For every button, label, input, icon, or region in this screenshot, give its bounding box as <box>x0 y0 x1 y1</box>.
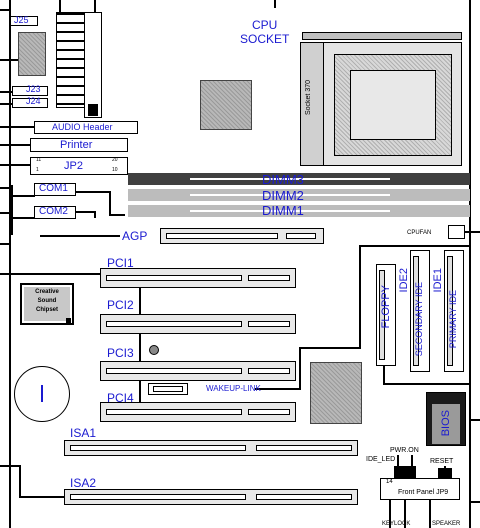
mounting-hole <box>149 345 159 355</box>
creative-chipset-chip <box>20 283 74 325</box>
secondary-ide-label: SECONDARY IDE <box>414 282 424 357</box>
front-panel-label: Front Panel JP9 <box>398 489 449 496</box>
front-panel-pin-block <box>394 466 416 478</box>
isa1-slot-inner <box>70 445 246 451</box>
front-panel-pin14: 14 <box>386 479 393 485</box>
cpu-socket-lever <box>300 42 324 166</box>
printer-label: Printer <box>60 139 93 151</box>
com1-label: COM1 <box>39 183 68 194</box>
isa2-slot-inner2 <box>256 494 352 500</box>
dimm1-label: DIMM1 <box>262 203 304 218</box>
agp-label: AGP <box>122 229 148 243</box>
jp2-pin10: 10 <box>112 167 118 173</box>
pci2-slot-inner <box>106 321 242 327</box>
ide-led-label: IDE_LED <box>366 456 396 463</box>
ide2-label: IDE2 <box>398 268 410 293</box>
jp2-box <box>30 157 128 175</box>
pci3-slot-inner <box>106 368 242 374</box>
pci3-slot-inner2 <box>248 368 290 374</box>
atx-power-latch <box>88 104 98 116</box>
j24-label: J24 <box>26 96 41 106</box>
pci2-label: PCI2 <box>107 298 134 312</box>
jp2-pin11: 11 <box>36 157 42 163</box>
cpu-socket-label: CPU SOCKET <box>240 18 290 46</box>
audio-header-box <box>34 121 138 134</box>
battery-mark <box>41 385 43 402</box>
pwr-on-label: PWR.ON <box>390 447 419 454</box>
ide2-connector-inner <box>413 256 419 366</box>
socket370-label: Socket 370 <box>305 80 312 116</box>
j25-box <box>10 16 38 26</box>
pci1-slot-inner <box>106 275 242 281</box>
creative-chipset-label: Creative Sound Chipset <box>35 289 59 313</box>
front-panel-jp9 <box>380 478 460 500</box>
wakeup-link-header-inner <box>153 386 183 392</box>
speaker-label: SPEAKER <box>432 521 461 527</box>
keylock-label: KEYLOCK <box>382 521 411 527</box>
jp2-pin1: 1 <box>36 167 39 173</box>
pci2-slot-inner2 <box>248 321 290 327</box>
bios-chip-face <box>432 404 460 444</box>
primary-ide-label: PRIMARY IDE <box>448 290 458 349</box>
isa2-label: ISA2 <box>70 476 97 490</box>
j23-label: J23 <box>26 84 41 94</box>
pci1-label: PCI1 <box>107 256 134 270</box>
bios-label: BIOS <box>440 410 452 437</box>
isa1-slot-inner2 <box>256 445 352 451</box>
atx-power-housing <box>84 12 102 118</box>
com1-box <box>34 183 76 196</box>
j25-label: J25 <box>14 15 29 25</box>
pci4-slot-inner <box>106 409 242 415</box>
com2-label: COM2 <box>39 206 68 217</box>
pci1-slot-inner2 <box>248 275 290 281</box>
cpu-socket-center <box>350 70 436 140</box>
dimm3-slot-inner <box>190 178 390 180</box>
floppy-connector-inner <box>379 270 385 360</box>
dimm2-label: DIMM2 <box>262 188 304 203</box>
audio-header-label: AUDIO Header <box>52 122 113 132</box>
reset-label: RESET <box>430 458 454 465</box>
front-panel-reset-pins <box>438 468 452 478</box>
top-left-chip <box>18 32 46 76</box>
jp2-label: JP2 <box>64 160 83 172</box>
wakeup-link-label: WAKEUP-LINK <box>206 384 261 393</box>
isa1-label: ISA1 <box>70 426 97 440</box>
ide1-connector-inner <box>447 256 453 366</box>
cpu-socket-top-rail <box>302 32 462 40</box>
ide1-label: IDE1 <box>432 268 444 293</box>
j24-box <box>12 98 48 108</box>
jp2-pin20: 20 <box>112 157 118 163</box>
dimm1-slot-inner <box>190 210 390 212</box>
floppy-label: FLOPPY <box>380 285 392 329</box>
north-bridge-chip <box>200 80 252 130</box>
cpufan-label: CPUFAN <box>407 230 432 236</box>
pci3-label: PCI3 <box>107 346 134 360</box>
pci4-slot-inner2 <box>248 409 290 415</box>
pci4-label: PCI4 <box>107 391 134 405</box>
agp-slot-inner <box>166 233 278 239</box>
cpufan-header <box>448 225 465 239</box>
printer-box <box>30 138 128 152</box>
south-bridge-chip <box>310 362 362 424</box>
dimm3-label: DIMM3 <box>262 172 304 187</box>
agp-slot-inner2 <box>286 233 316 239</box>
dimm2-slot-inner <box>190 194 390 196</box>
creative-chipset-dot <box>66 318 71 323</box>
isa2-slot-inner <box>70 494 246 500</box>
com2-box <box>34 206 76 219</box>
j23-box <box>12 86 48 96</box>
atx-power-connector <box>56 12 86 108</box>
